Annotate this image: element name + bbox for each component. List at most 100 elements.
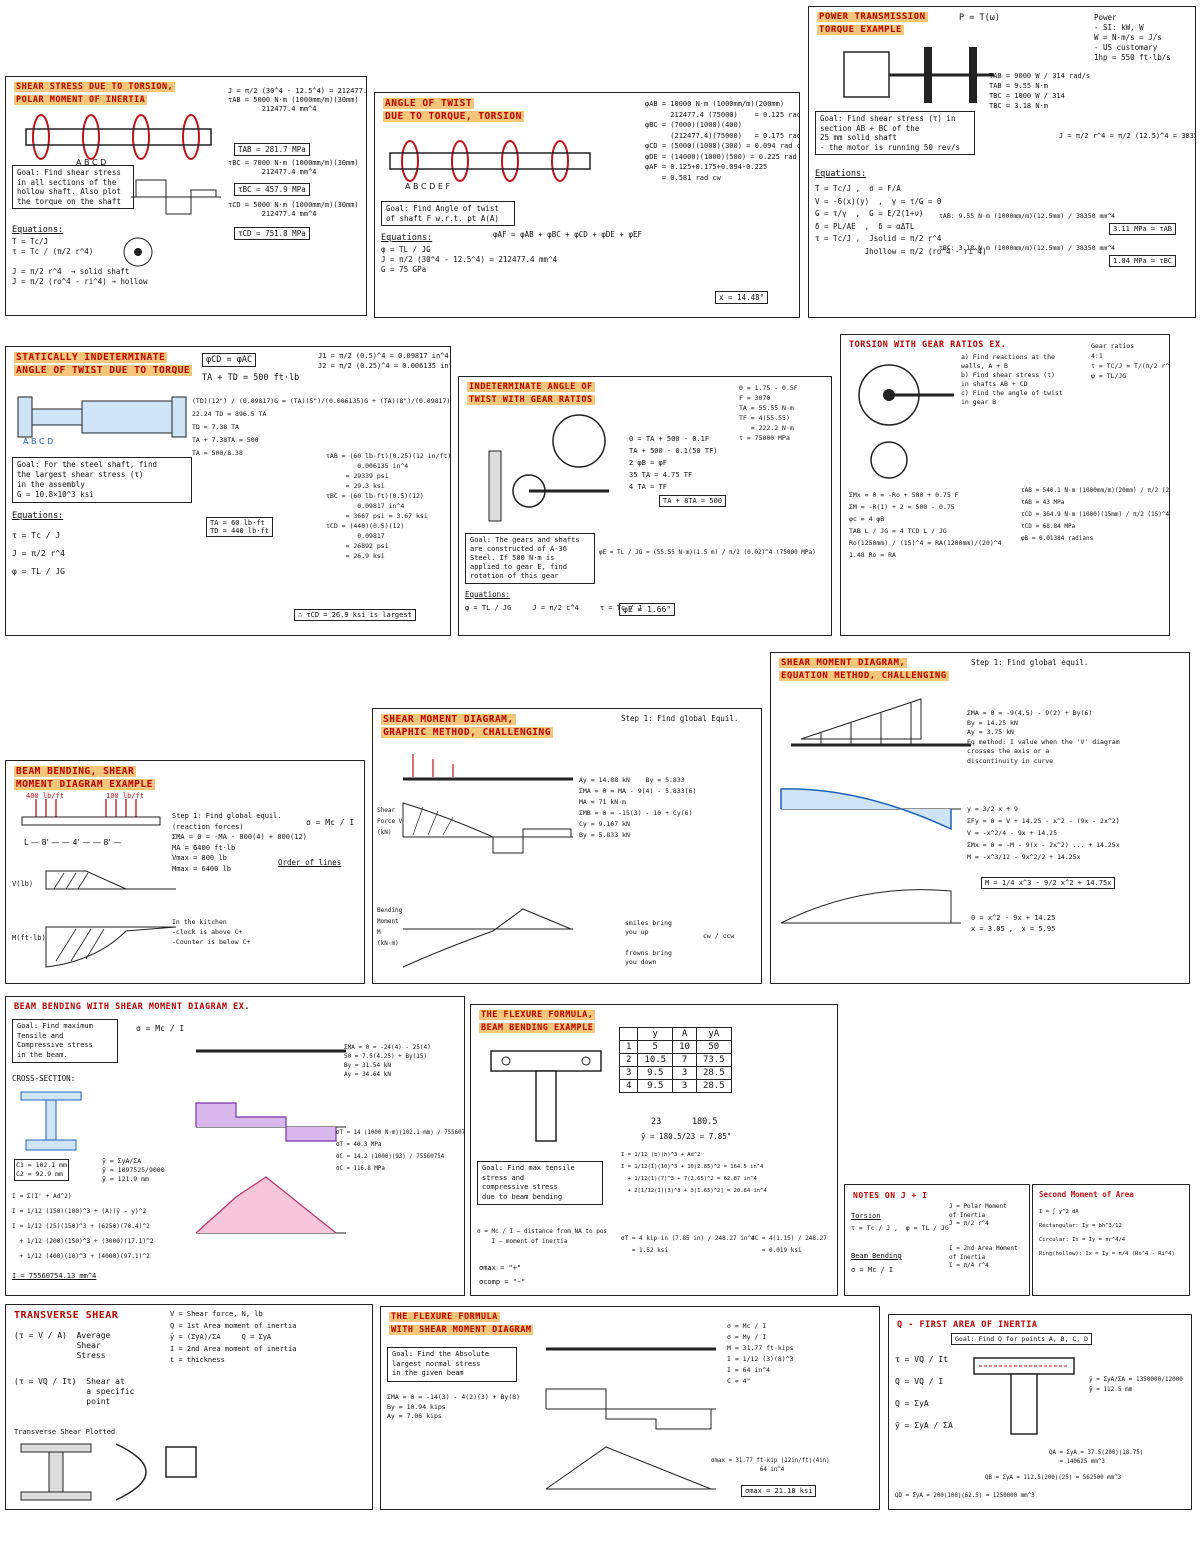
step-1: Step 1: Find global equil. <box>971 658 1089 667</box>
table-cell: 10 <box>672 1040 697 1054</box>
panel-subtitle: POLAR MOMENT OF INERTIA <box>14 95 148 105</box>
sigma-eq: σ = Mc / I <box>136 1024 185 1033</box>
i-definition: I = 2nd Area Moment of Inertia I = π/4 r… <box>949 1245 1018 1269</box>
table-cell: 2 <box>618 1053 639 1067</box>
sigma-c: σcomp = "-" <box>479 1278 526 1286</box>
panel-notes-ji: NOTES ON J + I Torsion τ = Tc / J , φ = … <box>844 1184 1030 1296</box>
panel-shear-torsion: SHEAR STRESS DUE TO TORSION, POLAR MOMEN… <box>5 76 367 316</box>
table-row: 3 9.5 3 28.5 <box>618 1066 732 1080</box>
torque-plot <box>131 179 221 215</box>
panel-title: ANGLE OF TWIST <box>383 98 475 109</box>
table-cell: 73.5 <box>695 1053 732 1067</box>
largest-stress: ∴ τCD = 26.9 ksi is largest <box>294 609 416 621</box>
centroid: C1 = 102.1 mm C2 = 92.9 mm <box>14 1159 69 1181</box>
tcd-result: τCD = 751.8 MPa <box>234 227 310 240</box>
panel-smd-graphic: SHEAR MOMENT DIAGRAM, GRAPHIC METHOD, CH… <box>372 708 762 984</box>
questions: a) Find reactions at the walls, A + B b)… <box>961 353 1063 406</box>
step-1: Step 1: Find global Equil. <box>621 714 739 723</box>
local-shear: (τ = VQ / It) Shear at a specific point <box>14 1377 135 1406</box>
second-moment-title: Second Moment of Area <box>1039 1190 1134 1199</box>
table-cell: 28.5 <box>695 1066 732 1080</box>
frowns-note: frowns bring you down <box>625 949 672 966</box>
table-sums: 23 180.5 <box>651 1117 718 1127</box>
twist-answer: x = 14.48° <box>715 291 769 304</box>
sigma-c-result: σC = 4(1.15) / 248.27 = 0.019 ksi <box>751 1235 827 1254</box>
solution-work: ΣMx = 0 = -Ro + 500 + 0.75 F ΣM = -R(1) … <box>849 491 1002 559</box>
panel-title: BEAM BENDING, SHEAR <box>14 766 137 777</box>
panel-subtitle: BEAM BENDING EXAMPLE <box>479 1023 596 1033</box>
table-header-cell: y <box>637 1027 674 1041</box>
panel-title: INDETERMINATE ANGLE OF <box>467 382 595 392</box>
qd: QD = ΣyA = 200(100)(62.5) = 1250000 mm^3 <box>895 1493 1035 1499</box>
equations-label: Equations: <box>381 233 433 243</box>
ta-td-result: TA = 60 lb·ft TD = 440 lb·ft <box>206 517 274 537</box>
beam-loading: L — 8' — — 4' — — 8' — <box>21 799 161 847</box>
goal-box: Goal: Find Angle of twist of shaft F w.r… <box>381 201 515 226</box>
v-label: Shear Force V (kN) <box>377 807 403 836</box>
panel-smd-equation: SHEAR MOMENT DIAGRAM, EQUATION METHOD, C… <box>770 652 1190 984</box>
shear-diagram <box>45 870 176 890</box>
panel-second-moment: Second Moment of Area I = ∫ y^2 dA Recta… <box>1032 1184 1190 1296</box>
phi-equality: φCD = φAC <box>202 353 257 367</box>
equations: φ = TL / JG J = π/2 c^4 τ = Tc / J <box>465 604 643 612</box>
v-m-equations: y = 3/2 x + 9 ΣFy = 0 = V + 14.25 - x^2 … <box>967 805 1120 861</box>
ybar: ȳ = ΣyA/ΣA = 1350000/12000 ȳ = 112.5 mm <box>1089 1376 1183 1393</box>
torsion-eqs: τ = Tc / J , φ = TL / JG <box>851 1224 949 1232</box>
load-label-1: 400 lb/ft <box>26 792 64 800</box>
equations-label: Equations: <box>465 590 511 599</box>
phi-result: φE = 1.66° <box>619 603 676 616</box>
sigma-t: σmax = "+" <box>479 1264 522 1272</box>
panel-transverse-shear: TRANSVERSE SHEAR V = Shear force, N, lb … <box>5 1304 373 1510</box>
tbc-stress: τBC: 3.18 N·m (1000mm/m)(12.5mm) / 38350… <box>939 244 1116 252</box>
power-units: Power - SI: kW, W W = N·m/s = J/s - US c… <box>1094 13 1171 62</box>
inertia-work: I = 1/12 (b)(h)^3 + Ad^2 I = 1/12(1)(10)… <box>621 1152 767 1194</box>
table-cell: 9.5 <box>637 1079 674 1093</box>
shaft-sketch: A B C D <box>17 396 187 446</box>
plotted-label: Transverse Shear Plotted <box>14 1428 116 1436</box>
panel-title: STATICALLY INDETERMINATE <box>14 352 168 363</box>
tab-result: TAB = 281.7 MPa <box>234 143 310 156</box>
panel-indeterminate: STATICALLY INDETERMINATE ANGLE OF TWIST … <box>5 346 451 636</box>
table-cell: 9.5 <box>637 1066 674 1080</box>
panel-subtitle: MOMENT DIAGRAM EXAMPLE <box>14 779 155 790</box>
torque-sum: TA + TD = 500 ft·lb <box>202 373 300 383</box>
panel-angle-twist: ANGLE OF TWIST DUE TO TORQUE, TORSION A … <box>374 92 800 318</box>
goal-box: Goal: Find maximum Tensile and Compressi… <box>12 1019 118 1063</box>
shear-diagram <box>402 802 573 854</box>
table-cell: 5 <box>637 1040 674 1054</box>
variable-definitions: V = Shear force, N, lb Q = 1st Area mome… <box>170 1310 297 1364</box>
equilibrium-work: Ay = 14.88 kN By = 5.833 ΣMA = 0 = MA - … <box>579 776 697 839</box>
equilibrium-work: ΣMA = 0 = -9(4.5) - 9(2) + By(6) By = 14… <box>967 709 1120 765</box>
table-cell: 28.5 <box>695 1079 732 1093</box>
panel-title: SHEAR MOMENT DIAGRAM, <box>779 658 908 668</box>
beam-loading <box>791 698 971 747</box>
gear-sketch <box>858 364 954 479</box>
average-shear: (τ = V / A) Average Shear Stress <box>14 1331 111 1360</box>
gear-notes: Gear ratios 4:1 τ = TC/J = T/(π/2 r^4) φ… <box>1091 342 1170 380</box>
solution-work: (TD)(12") / (0.09817)G = (TA)(5")/(0.006… <box>192 397 451 457</box>
goal-box: Goal: For the steel shaft, find the larg… <box>12 457 192 503</box>
tbc-calc: τBC = 7000 N·m (1000mm/m)(30mm) 212477.4… <box>228 159 359 176</box>
panel-subtitle: ANGLE OF TWIST DUE TO TORQUE <box>14 365 193 376</box>
panel-title: THE FLEXURE FORMULA, <box>479 1010 596 1020</box>
table-row: 1 5 10 50 <box>618 1040 732 1054</box>
moment-diagram <box>45 926 177 968</box>
j-values: J1 = π/2 (0.5)^4 = 0.09817 in^4 J2 = π/2… <box>318 352 450 370</box>
sigma-eq: σ = Mc / I — distance from NA to pos I —… <box>477 1228 608 1245</box>
shaft-sketch: A B C D <box>25 114 212 167</box>
stress-results: σT = 14 (1000 N·m)(102.1 mm) / 75560754 … <box>336 1130 465 1172</box>
panel-beam-smd-ex: BEAM BENDING WITH SHEAR MOMENT DIAGRAM E… <box>5 996 465 1296</box>
moment-eq: ΣMA = 0 = -24(4) - 25(4) 50 = 7.5(4.25) … <box>344 1044 431 1078</box>
bending-eq: σ = Mc / I <box>851 1266 894 1274</box>
gear-sketch <box>123 237 153 267</box>
m-label: M(ft·lb) <box>12 934 46 942</box>
q-equations: τ = VQ / It Q = VQ / I Q = ΣyA ȳ = ΣyA /… <box>895 1355 953 1430</box>
beam-loading <box>403 754 573 781</box>
beam-diagrams <box>545 1347 716 1490</box>
table-header-cell <box>618 1027 639 1041</box>
table-cell: 7 <box>672 1053 697 1067</box>
ta-result: TA + 8TA = 500 <box>659 495 727 507</box>
equations-label: Equations: <box>12 511 64 521</box>
motor-sketch <box>843 47 994 103</box>
panel-title: THE FLEXURE FORMULA <box>389 1312 500 1322</box>
